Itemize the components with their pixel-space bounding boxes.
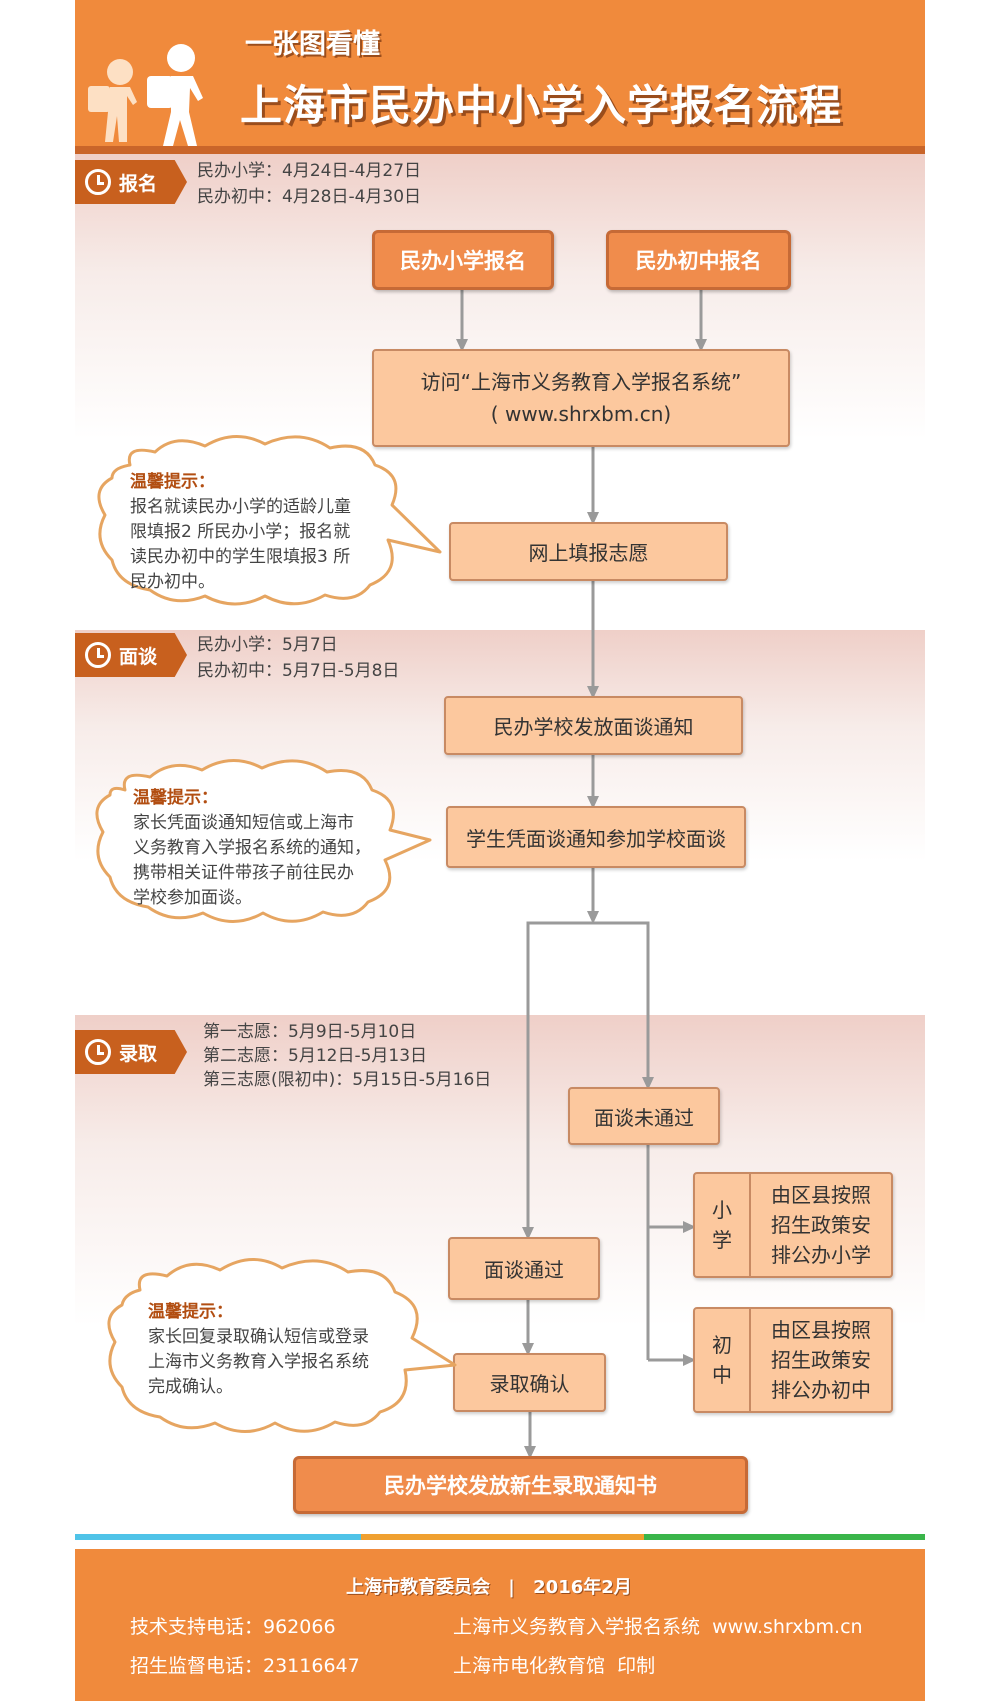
- interview-tag: 面谈: [75, 633, 187, 677]
- tip-signup-heading: 温馨提示：: [130, 472, 215, 492]
- tip-signup-line: 限填报2 所民办小学；报名就: [130, 522, 351, 542]
- tip-interview-heading: 温馨提示：: [133, 788, 218, 808]
- stripe-green: [644, 1534, 925, 1540]
- footer-system: 上海市义务教育入学报名系统 www.shrxbm.cn: [453, 1616, 863, 1638]
- tip-signup-line: 报名就读民办小学的适龄儿童: [130, 497, 351, 517]
- clock-icon: [85, 1039, 111, 1065]
- interview-dates: 民办小学：5月7日 民办初中：5月7日-5月8日: [197, 632, 399, 684]
- middle-signup-box: 民办初中报名: [606, 230, 791, 290]
- walking-children-icon: [88, 44, 203, 146]
- stripe-blue: [75, 1534, 361, 1540]
- stripe-orange: [361, 1534, 644, 1540]
- middle-assign-line: 由区县按照: [771, 1318, 871, 1342]
- signup-dates: 民办小学：4月24日-4月27日 民办初中：4月28日-4月30日: [197, 158, 421, 210]
- primary-assign-line: 招生政策安: [771, 1213, 871, 1237]
- middle-assignment-tag: 初 中: [695, 1309, 751, 1411]
- interview-date-middle: 民办初中：5月7日-5月8日: [197, 661, 400, 681]
- primary-assign-line: 排公办小学: [771, 1243, 871, 1267]
- admission-date-first: 第一志愿：5月9日-5月10日: [203, 1022, 417, 1042]
- tip-interview-line: 携带相关证件带孩子前往民办: [133, 863, 354, 883]
- footer-separator: |: [508, 1577, 515, 1598]
- middle-tag-char: 初: [712, 1333, 732, 1357]
- tip-admission-line: 完成确认。: [148, 1377, 233, 1397]
- admission-date-third: 第三志愿(限初中)：5月15日-5月16日: [203, 1070, 492, 1090]
- header-banner: [75, 0, 925, 148]
- fill-preference-box: 网上填报志愿: [449, 522, 728, 581]
- interview-notice-box: 民办学校发放面谈通知: [444, 696, 743, 755]
- tip-signup-line: 读民办初中的学生限填报3 所: [130, 547, 351, 567]
- interview-tag-label: 面谈: [119, 645, 158, 668]
- interview-date-primary: 民办小学：5月7日: [197, 635, 338, 655]
- footer-supervision: 招生监督电话：23116647: [130, 1655, 360, 1677]
- admission-confirm-box: 录取确认: [453, 1353, 606, 1412]
- header-divider: [75, 146, 925, 154]
- primary-tag-char: 小: [712, 1198, 732, 1222]
- clock-icon: [85, 642, 111, 668]
- middle-assign-line: 招生政策安: [771, 1348, 871, 1372]
- tip-admission-line: 家长回复录取确认短信或登录: [148, 1327, 369, 1347]
- signup-tag-label: 报名: [119, 172, 158, 195]
- signup-date-primary: 民办小学：4月24日-4月27日: [197, 161, 422, 181]
- footer-tech-support: 技术支持电话：962066: [130, 1616, 336, 1638]
- final-notice-box: 民办学校发放新生录取通知书: [293, 1456, 748, 1514]
- primary-tag-char: 学: [712, 1228, 732, 1252]
- primary-assignment-tag: 小 学: [695, 1174, 751, 1276]
- primary-signup-box: 民办小学报名: [372, 230, 554, 290]
- primary-assignment-text: 由区县按照 招生政策安 排公办小学: [751, 1174, 891, 1276]
- visit-system-text: 访问“上海市义务教育入学报名系统”: [420, 370, 742, 394]
- footer-org-line: 上海市教育委员会 | 2016年2月: [346, 1573, 632, 1599]
- middle-tag-char: 中: [712, 1363, 732, 1387]
- middle-assignment-box: 初 中 由区县按照 招生政策安 排公办初中: [693, 1307, 893, 1413]
- tip-admission: 温馨提示： 家长回复录取确认短信或登录 上海市义务教育入学报名系统 完成确认。: [148, 1300, 369, 1400]
- tip-interview: 温馨提示： 家长凭面谈通知短信或上海市 义务教育入学报名系统的通知， 携带相关证…: [133, 786, 371, 911]
- footer-date: 2016年2月: [533, 1577, 632, 1598]
- tip-admission-line: 上海市义务教育入学报名系统: [148, 1352, 369, 1372]
- tip-interview-line: 家长凭面谈通知短信或上海市: [133, 813, 354, 833]
- tip-signup: 温馨提示： 报名就读民办小学的适龄儿童 限填报2 所民办小学；报名就 读民办初中…: [130, 470, 351, 595]
- tip-admission-heading: 温馨提示：: [148, 1302, 233, 1322]
- clock-icon: [85, 169, 111, 195]
- admission-tag-label: 录取: [119, 1042, 158, 1065]
- visit-system-url: ( www.shrxbm.cn): [490, 402, 672, 426]
- signup-date-middle: 民办初中：4月28日-4月30日: [197, 187, 422, 207]
- footer: [75, 1549, 925, 1701]
- admission-dates: 第一志愿：5月9日-5月10日 第二志愿：5月12日-5月13日 第三志愿(限初…: [203, 1020, 491, 1092]
- primary-assign-line: 由区县按照: [771, 1183, 871, 1207]
- middle-assignment-text: 由区县按照 招生政策安 排公办初中: [751, 1309, 891, 1411]
- interview-failed-box: 面谈未通过: [568, 1087, 720, 1145]
- tip-interview-line: 义务教育入学报名系统的通知，: [133, 838, 371, 858]
- header-subtitle: 一张图看懂: [245, 29, 380, 60]
- primary-assignment-box: 小 学 由区县按照 招生政策安 排公办小学: [693, 1172, 893, 1278]
- tip-signup-line: 民办初中。: [130, 572, 215, 592]
- header-title: 上海市民办中小学入学报名流程: [240, 81, 843, 130]
- footer-printer: 上海市电化教育馆 印制: [453, 1655, 656, 1677]
- signup-tag: 报名: [75, 160, 187, 204]
- admission-tag: 录取: [75, 1030, 187, 1074]
- admission-date-second: 第二志愿：5月12日-5月13日: [203, 1046, 428, 1066]
- tip-interview-line: 学校参加面谈。: [133, 888, 252, 908]
- interview-passed-box: 面谈通过: [448, 1237, 600, 1300]
- footer-org: 上海市教育委员会: [346, 1577, 490, 1598]
- visit-system-box: 访问“上海市义务教育入学报名系统” ( www.shrxbm.cn): [372, 349, 790, 447]
- middle-assign-line: 排公办初中: [771, 1378, 871, 1402]
- attend-interview-box: 学生凭面谈通知参加学校面谈: [446, 806, 746, 868]
